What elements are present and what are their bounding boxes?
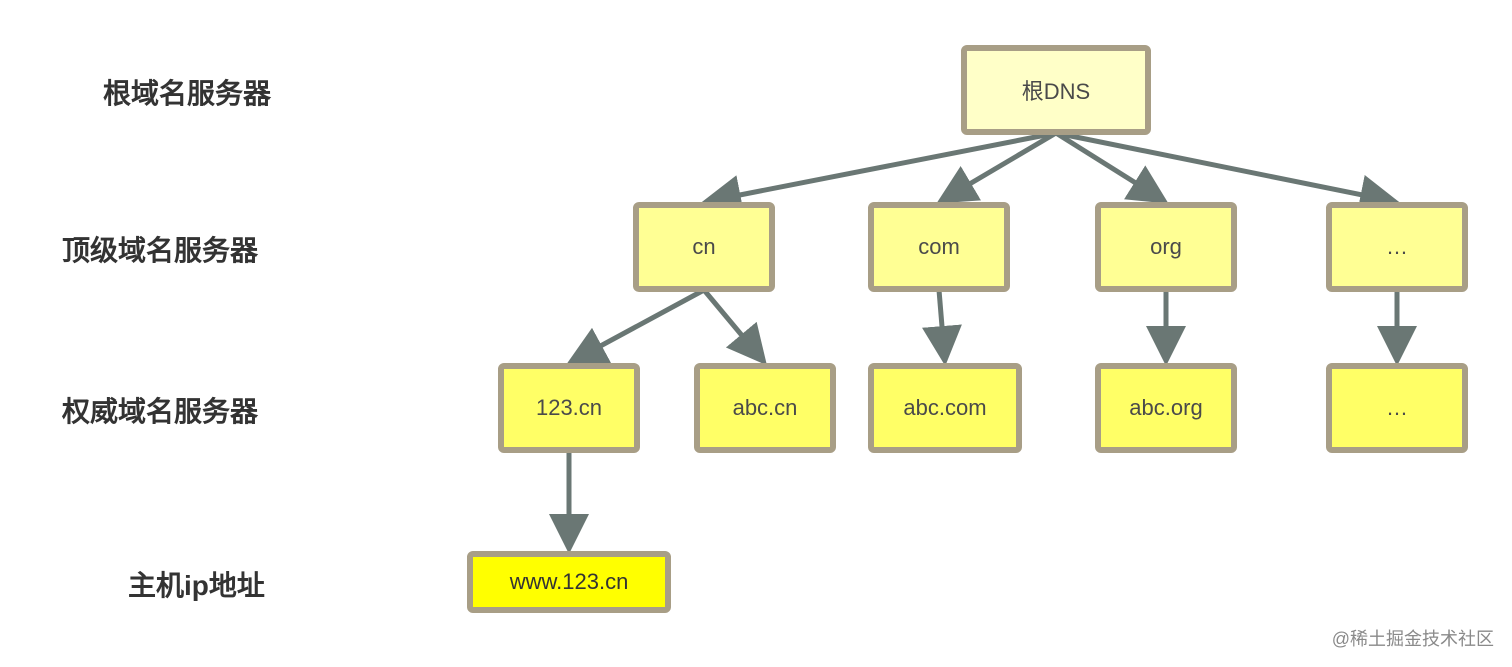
node-auth-abc-com: abc.com [868,363,1022,453]
level-label-host: 主机ip地址 [128,570,265,601]
node-auth-abc-cn: abc.cn [694,363,836,453]
edge-cn-to-cn_abc [702,288,767,366]
node-root-dns: 根DNS [961,45,1151,135]
level-label-root: 根域名服务器 [103,78,272,109]
edge-com-to-com_abc [922,289,962,366]
edge-root-to-tld_more [1055,130,1400,215]
node-tld-org: org [1095,202,1237,292]
level-label-authoritative: 权威域名服务器 [62,396,259,427]
node-auth-more: … [1326,363,1468,453]
level-label-tld: 顶级域名服务器 [62,235,259,266]
watermark: @稀土掘金技术社区 [1331,629,1494,649]
edge-root-to-com [936,130,1058,204]
node-auth-123-cn: 123.cn [498,363,640,453]
edge-cn-to-cn_123 [566,287,706,365]
node-tld-more: … [1326,202,1468,292]
node-host-www-123-cn: www.123.cn [467,551,671,613]
edge-root-to-cn [701,130,1057,215]
node-tld-com: com [868,202,1010,292]
node-tld-cn: cn [633,202,775,292]
node-auth-abc-org: abc.org [1095,363,1237,453]
edge-root-to-org [1054,130,1169,204]
